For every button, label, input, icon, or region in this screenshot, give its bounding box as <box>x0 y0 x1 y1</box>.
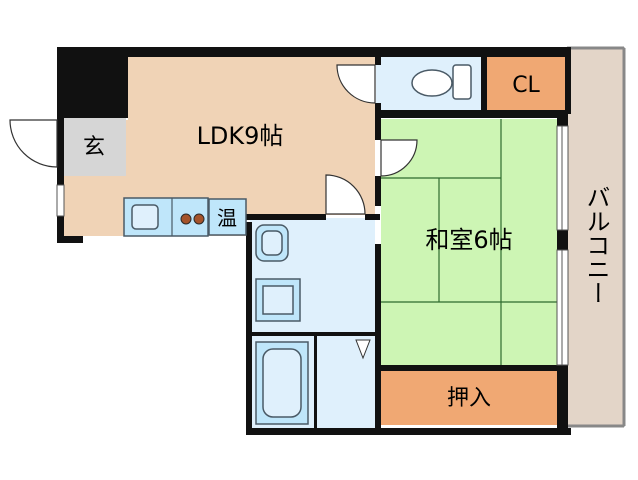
closet-label: CL <box>512 73 540 98</box>
washroom-door <box>325 174 366 215</box>
stove-burner-icon <box>193 213 205 225</box>
ldk-floor <box>64 57 375 236</box>
washitsu-door <box>380 139 418 177</box>
oshiire-label: 押入 <box>447 386 491 411</box>
genkan-label: 玄 <box>83 135 105 160</box>
closet-floor <box>486 57 565 110</box>
doors <box>9 64 418 215</box>
water-heater-label: 温 <box>217 206 237 230</box>
washbasin-icon <box>255 224 289 262</box>
bath-door-marker <box>355 339 371 360</box>
entrance-door <box>9 119 58 168</box>
genkan-floor <box>64 118 126 176</box>
stove-burner-icon <box>180 213 192 225</box>
water-heater <box>208 198 247 236</box>
toilet-icon <box>411 64 472 100</box>
kitchen-sink <box>131 204 159 230</box>
washing-machine-icon <box>255 278 301 322</box>
washitsu-label: 和室6帖 <box>425 226 512 254</box>
left-window <box>56 184 65 217</box>
walls <box>57 47 571 435</box>
balcony-label: バルコニー <box>582 185 610 305</box>
bathtub-icon <box>255 341 309 425</box>
balcony <box>566 47 625 427</box>
oshiire-floor <box>381 371 557 425</box>
tatami-seams <box>381 119 557 365</box>
toilet-door <box>336 64 376 104</box>
ldk-label: LDK9帖 <box>197 122 284 150</box>
